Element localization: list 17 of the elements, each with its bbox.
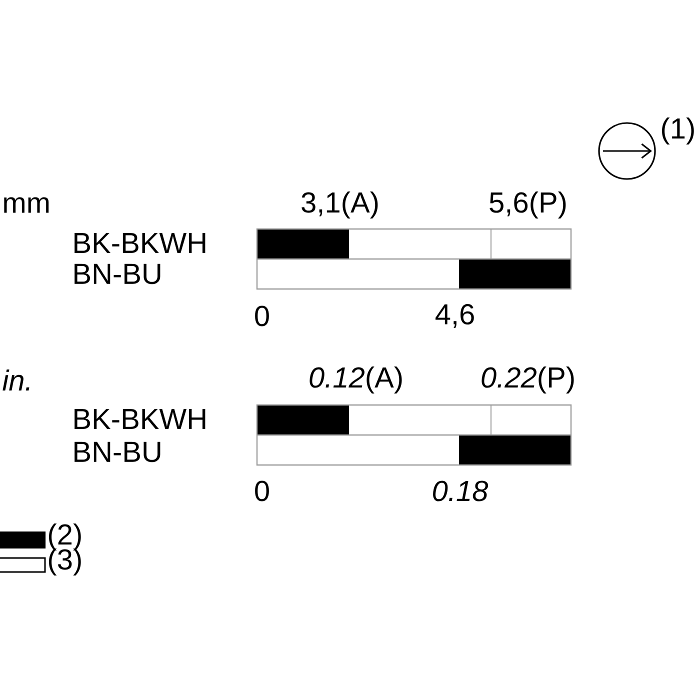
- travel-value: 3,1(A): [302, 192, 378, 218]
- travel-value: 5,6(P): [490, 192, 566, 218]
- contact-label: BN-BU: [74, 442, 160, 462]
- travel-value: 0.12(A): [310, 366, 402, 394]
- legend-label: (2): [49, 524, 81, 551]
- contact-label: BK-BKWH: [74, 409, 206, 429]
- legend-label: (3): [49, 548, 81, 576]
- scale-value: 4,6: [436, 304, 474, 328]
- contact-label: BK-BKWH: [74, 233, 206, 253]
- scale-value: 0: [255, 480, 269, 502]
- note-number: (1): [662, 117, 694, 144]
- unit-label: in.: [2, 370, 30, 390]
- scale-value: 0.18: [433, 480, 488, 502]
- contact-label: BN-BU: [74, 264, 160, 284]
- travel-value: 0.22(P): [482, 366, 574, 394]
- scale-value: 0: [255, 306, 269, 326]
- unit-label: mm: [4, 197, 49, 213]
